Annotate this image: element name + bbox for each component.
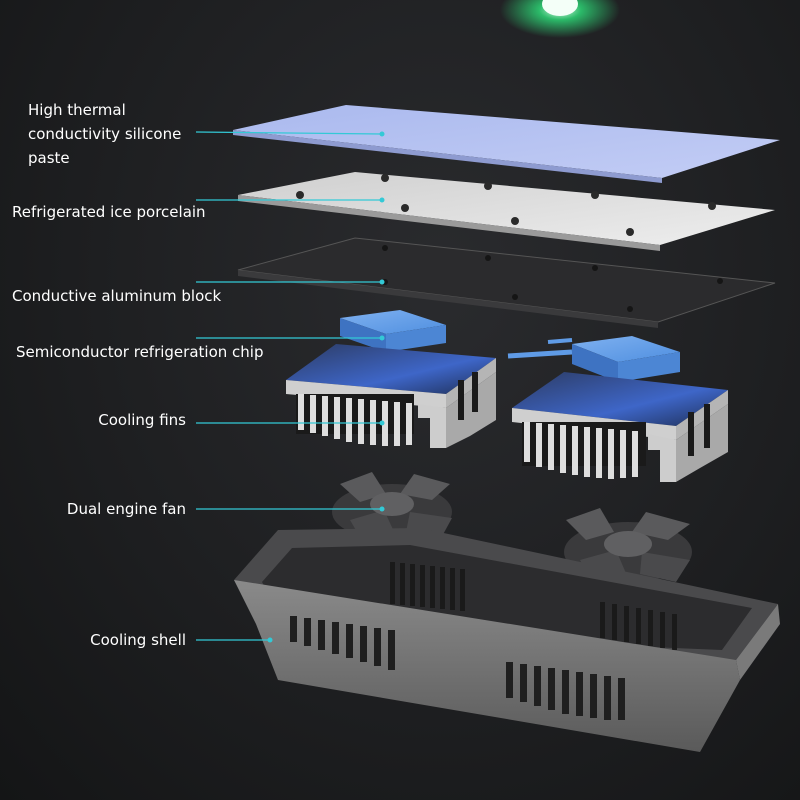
silicone-paste-sheet	[233, 105, 780, 183]
label-silicone-paste: High thermal conductivity silicone paste	[28, 101, 182, 167]
left-refrigeration-chip	[340, 310, 446, 352]
label-dual-fan: Dual engine fan	[66, 500, 186, 518]
label-aluminum-block: Conductive aluminum block	[12, 287, 222, 305]
right-heatsink	[512, 372, 728, 482]
leader-lines	[195, 131, 385, 643]
cooling-shell	[234, 528, 780, 752]
left-heatsink	[286, 344, 496, 448]
aluminum-block	[237, 237, 776, 328]
left-fan	[332, 472, 452, 544]
label-ice-porcelain: Refrigerated ice porcelain	[12, 203, 206, 221]
label-cooling-fins: Cooling fins	[98, 411, 186, 429]
label-refrigeration-chip: Semiconductor refrigeration chip	[16, 343, 264, 361]
ice-porcelain-sheet	[238, 172, 775, 251]
label-cooling-shell: Cooling shell	[90, 631, 186, 649]
green-glow	[500, 0, 620, 38]
right-refrigeration-chip	[507, 336, 680, 382]
